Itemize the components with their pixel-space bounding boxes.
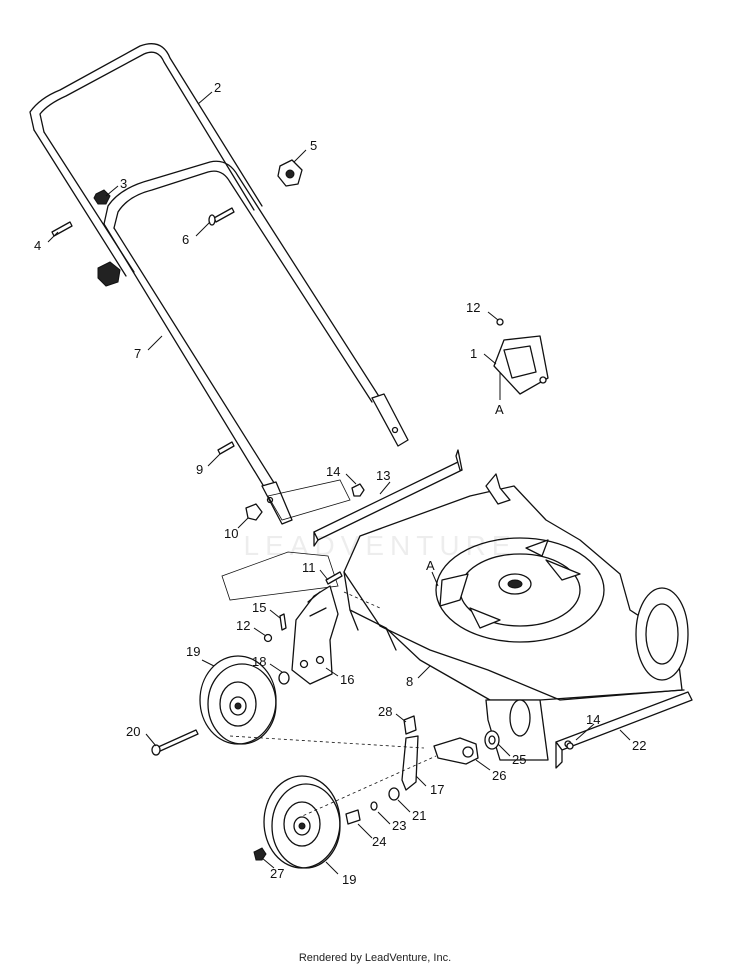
callout-26: 26: [492, 768, 506, 783]
nut-10: [245, 503, 263, 521]
washer-18: [278, 671, 290, 685]
callout-9: 9: [196, 462, 203, 477]
callout-14-top: 14: [326, 464, 340, 479]
washer-25: [484, 730, 500, 750]
callout-18: 18: [252, 654, 266, 669]
bolt-4: [51, 221, 73, 237]
callout-15: 15: [252, 600, 266, 615]
bracket-1: [493, 318, 549, 395]
callout-20: 20: [126, 724, 140, 739]
nut-14b: [566, 742, 574, 750]
callout-16: 16: [340, 672, 354, 687]
callout-A-deck: A: [426, 558, 435, 573]
bracket-13: [313, 449, 463, 547]
front-wheel-upper: [199, 655, 277, 745]
upper-handle: [29, 43, 263, 277]
callout-10: 10: [224, 526, 238, 541]
rear-wheel-right: [635, 587, 689, 681]
cover-plate: [221, 479, 351, 601]
mower-deck: [343, 473, 685, 761]
callout-11: 11: [302, 560, 316, 575]
bolt-11: [325, 571, 343, 585]
callout-8: 8: [406, 674, 413, 689]
callout-5: 5: [310, 138, 317, 153]
callout-A-bracket: A: [495, 402, 504, 417]
callout-7: 7: [134, 346, 141, 361]
callout-19-upper: 19: [186, 644, 200, 659]
callout-27: 27: [270, 866, 284, 881]
callout-13: 13: [376, 468, 390, 483]
nut-27: [253, 847, 267, 861]
bolt-9: [217, 441, 235, 455]
callout-21: 21: [412, 808, 426, 823]
knob-handle-left: [97, 261, 121, 287]
lever-17: [401, 735, 419, 791]
nut-14a: [351, 483, 365, 497]
bolt-6: [208, 207, 235, 226]
callout-17: 17: [430, 782, 444, 797]
axle-26: [433, 737, 479, 765]
axle-bracket-22: [555, 691, 693, 769]
height-bracket-16: [291, 585, 339, 685]
callout-4: 4: [34, 238, 41, 253]
washer-21: [388, 787, 400, 801]
washer-23: [370, 801, 378, 811]
footer-credit: Rendered by LeadVenture, Inc.: [298, 952, 452, 964]
callout-25: 25: [512, 752, 526, 767]
callout-19-lower: 19: [342, 872, 356, 887]
callout-12-top: 12: [466, 300, 480, 315]
knob-5: [277, 159, 303, 187]
nut-12b: [263, 633, 273, 643]
callout-14-right: 14: [586, 712, 600, 727]
callout-28: 28: [378, 704, 392, 719]
callout-22: 22: [632, 738, 646, 753]
knob-3: [93, 189, 111, 205]
spring-28: [403, 715, 417, 735]
leader-lines: [47, 91, 631, 875]
callout-3: 3: [120, 176, 127, 191]
callout-23: 23: [392, 818, 406, 833]
callouts: 2 3 4 5 6 7 12 1 A 9 14 13 10 A 11 15 12…: [34, 80, 646, 887]
bolt-24: [345, 809, 361, 825]
callout-2: 2: [214, 80, 221, 95]
front-wheel-lower: [263, 775, 341, 869]
callout-6: 6: [182, 232, 189, 247]
callout-12-mid: 12: [236, 618, 250, 633]
lower-handle: [103, 160, 409, 525]
callout-1: 1: [470, 346, 477, 361]
callout-24: 24: [372, 834, 386, 849]
watermark-logo: LEADVENTURE: [243, 530, 517, 561]
bolt-20: [151, 729, 199, 756]
pin-15: [279, 613, 287, 631]
